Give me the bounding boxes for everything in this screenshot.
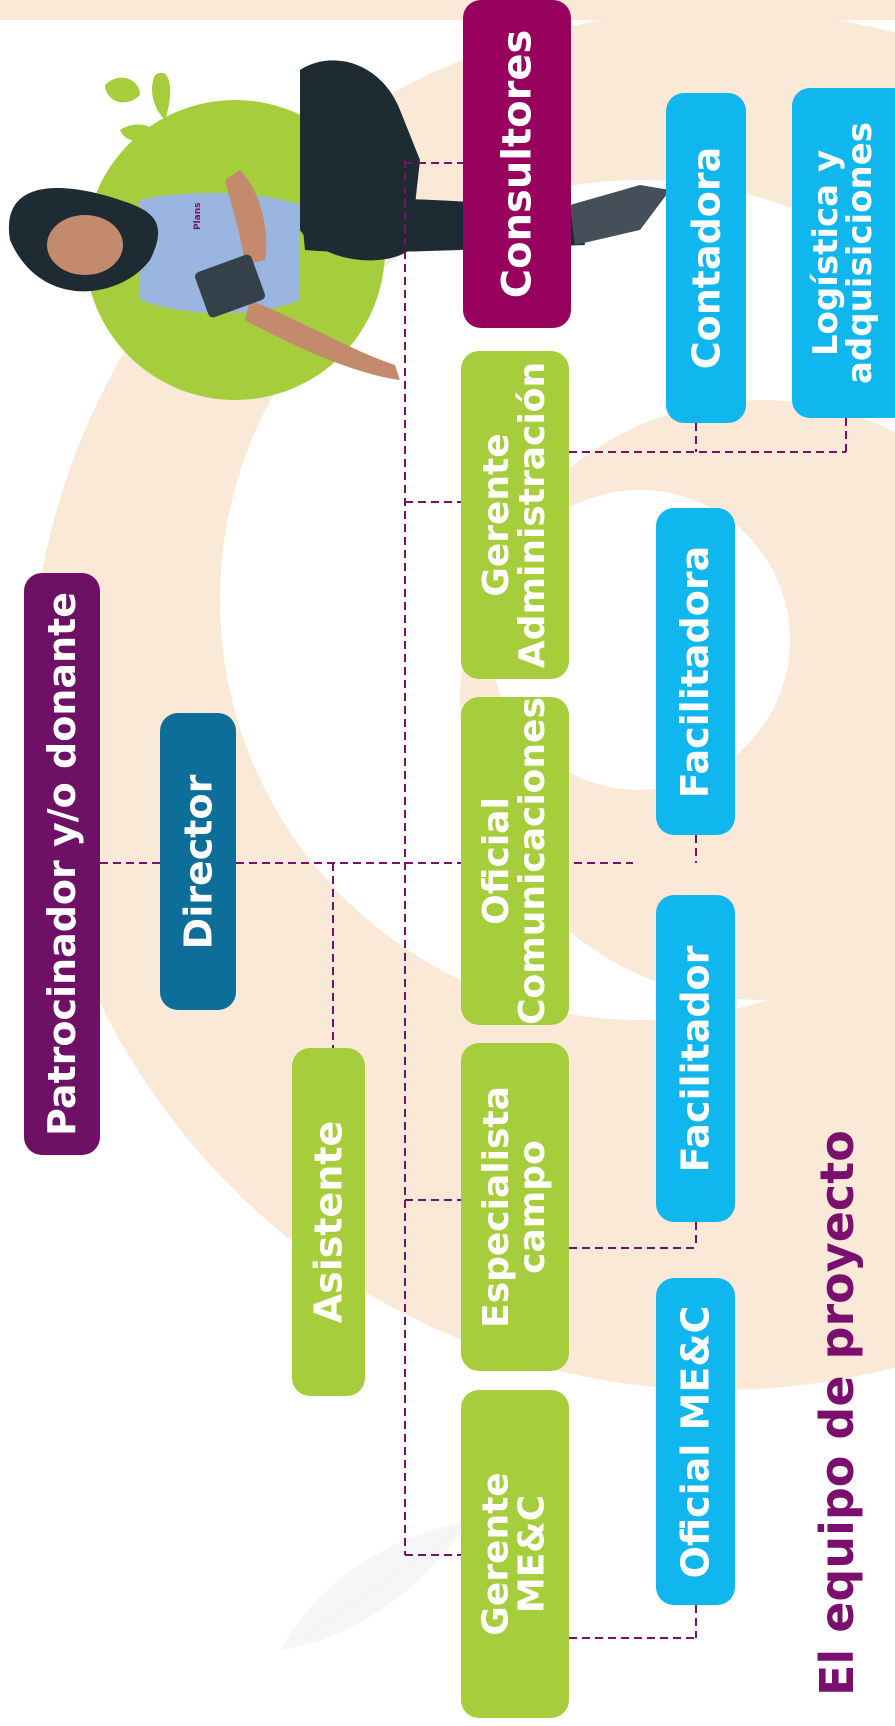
node-asistente-label: Asistente: [306, 1120, 351, 1324]
node-gerente-admin-line1: Gerente: [476, 433, 517, 597]
node-especialista-line1: Especialista: [476, 1086, 518, 1328]
node-patrocinador: Patrocinador y/o donante: [24, 573, 100, 1155]
node-gerente-mec-line1: Gerente: [476, 1472, 518, 1636]
node-gerente-mec-label: Gerente ME&C: [476, 1472, 554, 1636]
node-gerente-admin: Gerente Administración: [461, 351, 569, 679]
leaf-decoration: [280, 1520, 470, 1650]
page-title: El equipo de proyecto: [810, 1130, 864, 1696]
node-facilitador-label: Facilitador: [673, 945, 718, 1172]
node-gerente-admin-line2: Administración: [512, 361, 553, 669]
node-patrocinador-label: Patrocinador y/o donante: [40, 592, 84, 1136]
node-contadora: Contadora: [666, 93, 746, 423]
node-oficial-com-line1: Oficial: [476, 797, 517, 925]
node-logistica-label: Logística y adquisiciones: [806, 121, 881, 385]
node-consultores: Consultores: [463, 0, 571, 328]
node-oficial-mec-label: Oficial ME&C: [673, 1305, 718, 1578]
node-facilitadora-label: Facilitadora: [673, 545, 718, 798]
node-director: Director: [160, 713, 236, 1010]
connector-lines: [100, 160, 847, 1639]
node-logistica-line1: Logística y: [806, 149, 847, 357]
tablet-badge-text: Plans: [193, 202, 203, 230]
node-especialista-line2: campo: [512, 1140, 554, 1274]
node-contadora-label: Contadora: [684, 146, 729, 370]
node-gerente-admin-label: Gerente Administración: [476, 361, 553, 669]
node-facilitadora: Facilitadora: [656, 508, 735, 835]
node-gerente-mec-line2: ME&C: [512, 1494, 554, 1614]
node-especialista-label: Especialista campo: [476, 1086, 554, 1328]
node-facilitador: Facilitador: [656, 895, 735, 1222]
node-oficial-com: Oficial Comunicaciones: [461, 697, 569, 1025]
node-oficial-com-line2: Comunicaciones: [512, 697, 553, 1025]
node-director-label: Director: [176, 774, 220, 949]
node-oficial-mec: Oficial ME&C: [656, 1278, 735, 1605]
node-asistente: Asistente: [292, 1048, 365, 1396]
node-logistica-line2: adquisiciones: [840, 121, 881, 385]
node-consultores-label: Consultores: [494, 29, 541, 299]
node-oficial-com-label: Oficial Comunicaciones: [476, 697, 553, 1025]
node-gerente-mec: Gerente ME&C: [461, 1390, 569, 1718]
node-especialista: Especialista campo: [461, 1043, 569, 1371]
node-logistica: Logística y adquisiciones: [792, 88, 895, 418]
